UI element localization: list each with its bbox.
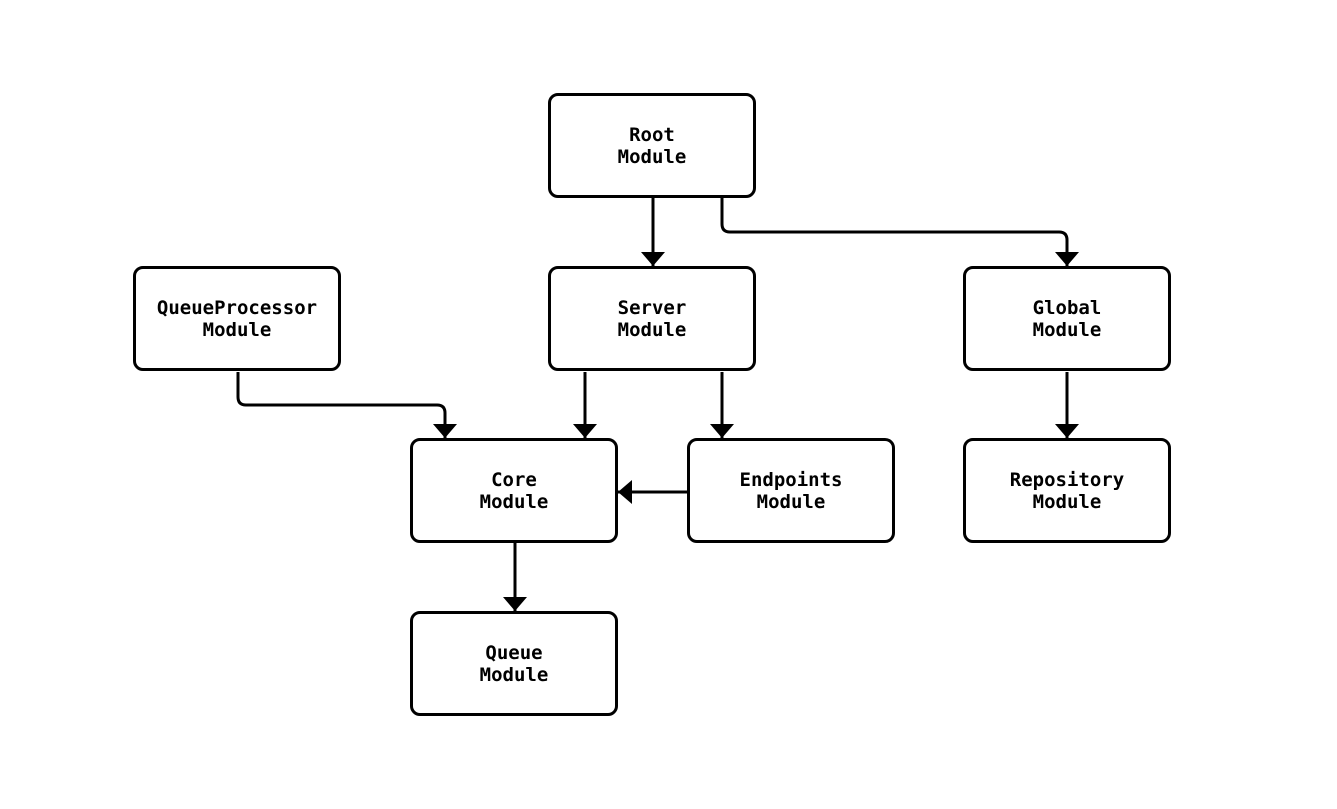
node-repository-module: Repository Module xyxy=(963,438,1171,543)
node-queue-module-label: Queue Module xyxy=(479,641,549,686)
node-global-module: Global Module xyxy=(963,266,1171,371)
node-endpoints-module: Endpoints Module xyxy=(687,438,895,543)
edge-root-global xyxy=(720,198,1079,266)
node-root-module-label: Root Module xyxy=(617,123,687,168)
node-queue-module: Queue Module xyxy=(410,611,618,716)
node-core-module: Core Module xyxy=(410,438,618,543)
node-queueprocessor-module-label: QueueProcessor Module xyxy=(156,296,318,341)
node-root-module: Root Module xyxy=(548,93,756,198)
node-core-module-label: Core Module xyxy=(479,468,549,513)
node-queueprocessor-module: QueueProcessor Module xyxy=(133,266,341,371)
node-repository-module-label: Repository Module xyxy=(1009,468,1125,513)
edge-queueprocessor-core xyxy=(236,372,457,438)
node-server-module-label: Server Module xyxy=(617,296,687,341)
node-server-module: Server Module xyxy=(548,266,756,371)
node-global-module-label: Global Module xyxy=(1032,296,1102,341)
node-endpoints-module-label: Endpoints Module xyxy=(739,468,843,513)
